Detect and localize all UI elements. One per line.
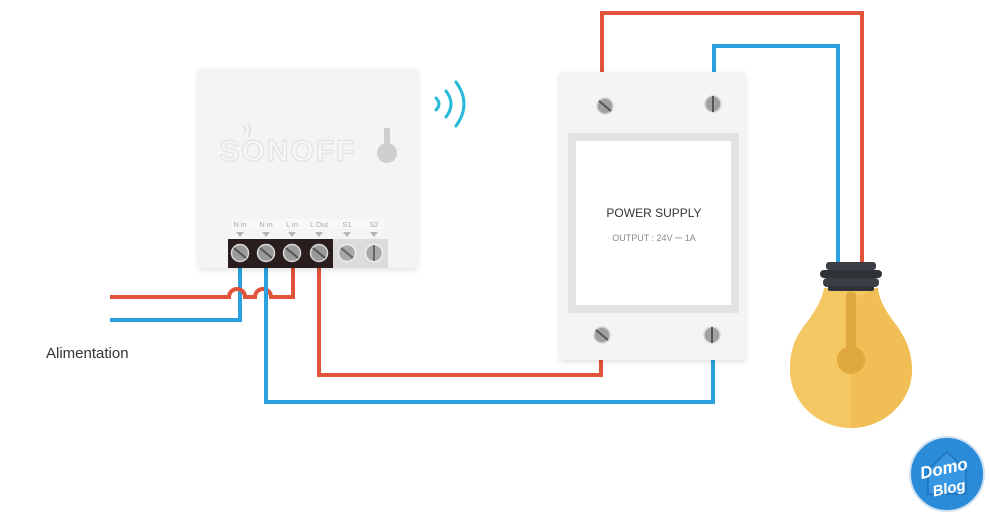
screw-s1-icon <box>337 243 357 263</box>
screw-top-left-icon <box>596 97 614 115</box>
domoblog-logo: Domo Blog <box>909 436 985 512</box>
pairing-button-icon[interactable] <box>377 128 397 163</box>
wifi-small-icon <box>243 122 251 138</box>
screw-n-in-2-icon <box>256 243 276 263</box>
bulb-base <box>820 262 882 291</box>
neutral-input-wire <box>110 254 242 322</box>
live-input-wire <box>110 254 295 299</box>
bulb-filament <box>846 292 856 354</box>
lout-to-supply-wire <box>317 254 603 377</box>
power-supply-screws <box>593 95 722 344</box>
sonoff-body <box>198 69 418 268</box>
supply-to-bulb-neutral-wire <box>712 44 840 262</box>
screw-l-in-icon <box>282 243 302 263</box>
terminal-label-bg <box>230 219 384 229</box>
terminal-arrow-icons <box>236 232 378 237</box>
sonoff-module: SONOFF N in N in L in L Out S1 S2 <box>198 69 418 268</box>
screw-l-out-icon <box>309 243 329 263</box>
screw-s2-icon <box>364 243 384 263</box>
terminal-label-l-out: L Out <box>310 220 329 229</box>
terminal-label-l-in: L in <box>286 220 298 229</box>
bulb-filament-knob <box>837 346 865 374</box>
screw-top-right-icon <box>704 95 722 113</box>
screw-bottom-right-icon <box>703 326 721 344</box>
terminal-labels: N in N in L in L Out S1 S2 <box>230 219 384 237</box>
power-supply-output: OUTPUT : 24V ⎓ 1A <box>612 233 696 243</box>
logo-line2: Blog <box>931 477 967 501</box>
dc-symbol: ⎓ <box>675 233 682 243</box>
screw-n-in-1-icon <box>230 243 250 263</box>
power-supply: POWER SUPPLY OUTPUT : 24V ⎓ 1A <box>560 72 745 360</box>
sonoff-brand: SONOFF <box>220 135 357 168</box>
power-supply-label-area <box>576 141 731 305</box>
bulb-shade <box>851 288 912 428</box>
screw-bottom-left-icon <box>593 326 611 344</box>
supply-to-bulb-live-wire <box>600 11 864 262</box>
wifi-signal-icon <box>434 80 466 128</box>
light-bulb-icon <box>790 262 912 428</box>
terminal-screws <box>230 243 384 263</box>
terminal-label-s2: S2 <box>369 220 378 229</box>
power-supply-title: POWER SUPPLY <box>606 206 701 220</box>
terminal-label-n-in-1: N in <box>233 220 246 229</box>
neutral-to-supply-wire <box>264 254 715 404</box>
terminal-label-s1: S1 <box>342 220 351 229</box>
supply-label: Alimentation <box>46 345 129 362</box>
terminal-label-n-in-2: N in <box>259 220 272 229</box>
house-icon <box>927 450 967 495</box>
